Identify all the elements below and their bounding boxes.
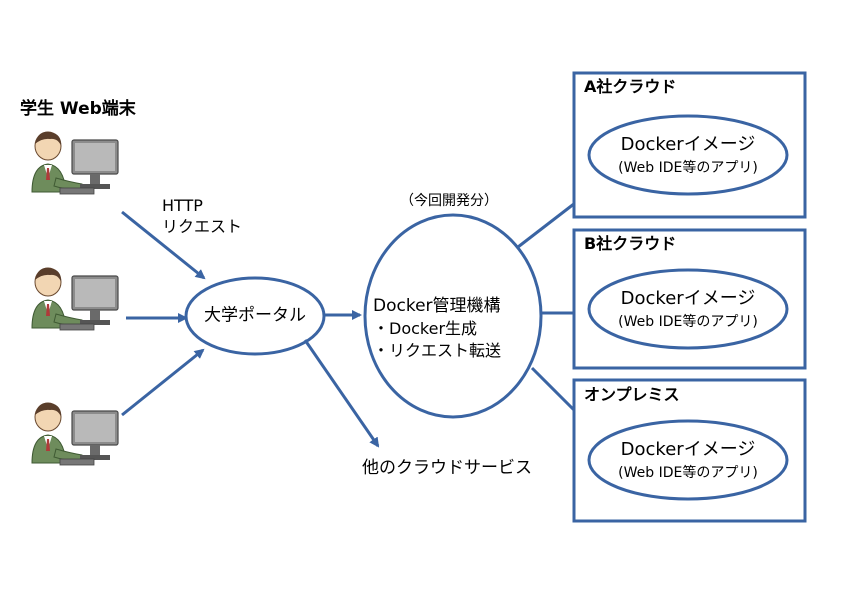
cloud-b-image-label: Dockerイメージ	[620, 288, 756, 309]
portal-label: 大学ポータル	[204, 305, 306, 326]
cloud-b-docker-ellipse	[587, 268, 789, 350]
onpremise-image-sub: (Web IDE等のアプリ)	[618, 465, 758, 481]
cloud-a-image-sub: (Web IDE等のアプリ)	[618, 160, 758, 176]
cloud-a-title: A社クラウド	[584, 77, 677, 96]
onpremise-title: オンプレミス	[584, 385, 680, 404]
cloud-b-title: B社クラウド	[584, 234, 677, 253]
cloud-b-image-sub: (Web IDE等のアプリ)	[618, 314, 758, 330]
onpremise-docker-ellipse	[587, 419, 789, 501]
arrow-portal-to-other-clouds	[303, 339, 380, 448]
manager-item-docker-generate: ・Docker生成	[373, 319, 478, 338]
dev-note: （今回開発分）	[400, 193, 498, 209]
cloud-a-docker-ellipse	[587, 114, 789, 196]
arrow-user3-to-portal	[121, 348, 205, 417]
student-terminal-2-icon	[31, 267, 119, 331]
http-label-line1: HTTP	[162, 196, 203, 215]
arrow-user1-to-portal	[121, 210, 206, 280]
cloud-a-image-label: Dockerイメージ	[620, 134, 756, 155]
manager-item-request-forward: ・リクエスト転送	[373, 341, 502, 360]
users-label: 学生 Web端末	[20, 99, 136, 119]
student-terminal-1-icon	[31, 131, 119, 195]
student-terminal-3-icon	[31, 402, 119, 466]
http-label-line2: リクエスト	[162, 217, 243, 236]
manager-title: Docker管理機構	[373, 296, 501, 316]
other-clouds-label: 他のクラウドサービス	[362, 458, 532, 478]
onpremise-image-label: Dockerイメージ	[620, 439, 756, 460]
manager-ellipse	[363, 213, 543, 419]
